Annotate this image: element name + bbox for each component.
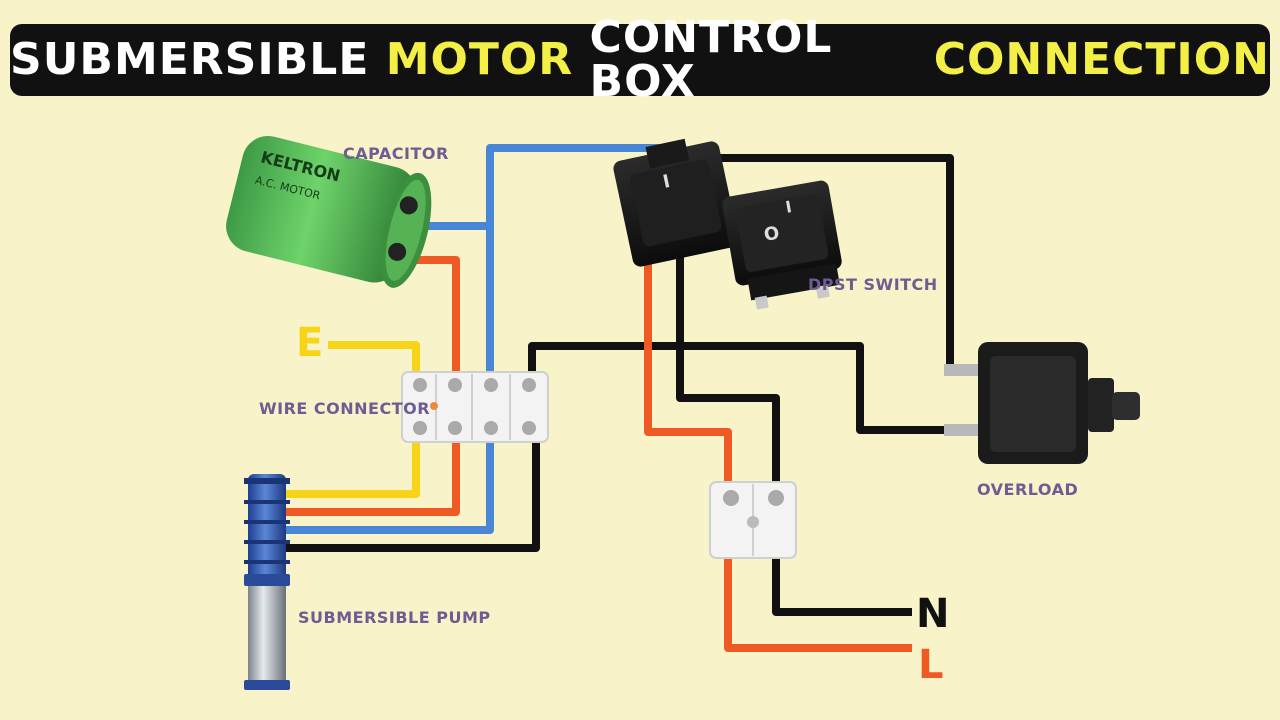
wire-red-switch-connector <box>644 178 732 492</box>
wire-black-switch-connector <box>676 190 780 492</box>
overload-label: OVERLOAD <box>977 480 1078 499</box>
wire-red-capacitor-connector <box>408 256 460 395</box>
wire-black-connector-overload <box>528 342 975 434</box>
line-label: L <box>918 642 944 688</box>
earth-label: E <box>296 320 323 366</box>
dpst-switch-on: I <box>613 138 739 267</box>
title-part-submersible: SUBMERSIBLE <box>10 34 370 85</box>
dpst-switch-label: DPST SWITCH <box>808 275 938 294</box>
wire-connector-strip <box>401 371 549 443</box>
wire-black-neutral <box>772 556 912 616</box>
dpst-switch-off: O I <box>722 180 842 310</box>
wire-black-pump-connector <box>283 430 540 552</box>
overload-protector <box>944 342 1140 464</box>
mains-connector <box>709 481 797 559</box>
capacitor-label: CAPACITOR <box>343 144 449 163</box>
wire-yellow-connector-pump <box>283 430 420 498</box>
wire-connector-label: WIRE CONNECTOR <box>259 399 430 418</box>
neutral-label: N <box>916 591 949 637</box>
wire-blue-connector-pump <box>283 430 494 534</box>
title-part-motor: MOTOR <box>385 34 574 85</box>
wire-red-line <box>724 556 912 652</box>
submersible-pump <box>244 474 290 690</box>
switch-on-mark: I <box>661 171 672 193</box>
switch-off-mark-o: O <box>762 223 781 246</box>
wire-red-connector-pump <box>283 430 460 516</box>
capacitor: KELTRON A.C. MOTOR <box>226 136 432 288</box>
title-part-control-box: CONTROL BOX <box>589 12 833 107</box>
submersible-pump-label: SUBMERSIBLE PUMP <box>298 608 491 627</box>
title-part-connection: CONNECTION <box>933 34 1270 85</box>
switch-off-mark-i: I <box>784 197 793 217</box>
title-banner: SUBMERSIBLE MOTOR CONTROL BOX CONNECTION <box>10 16 1270 104</box>
